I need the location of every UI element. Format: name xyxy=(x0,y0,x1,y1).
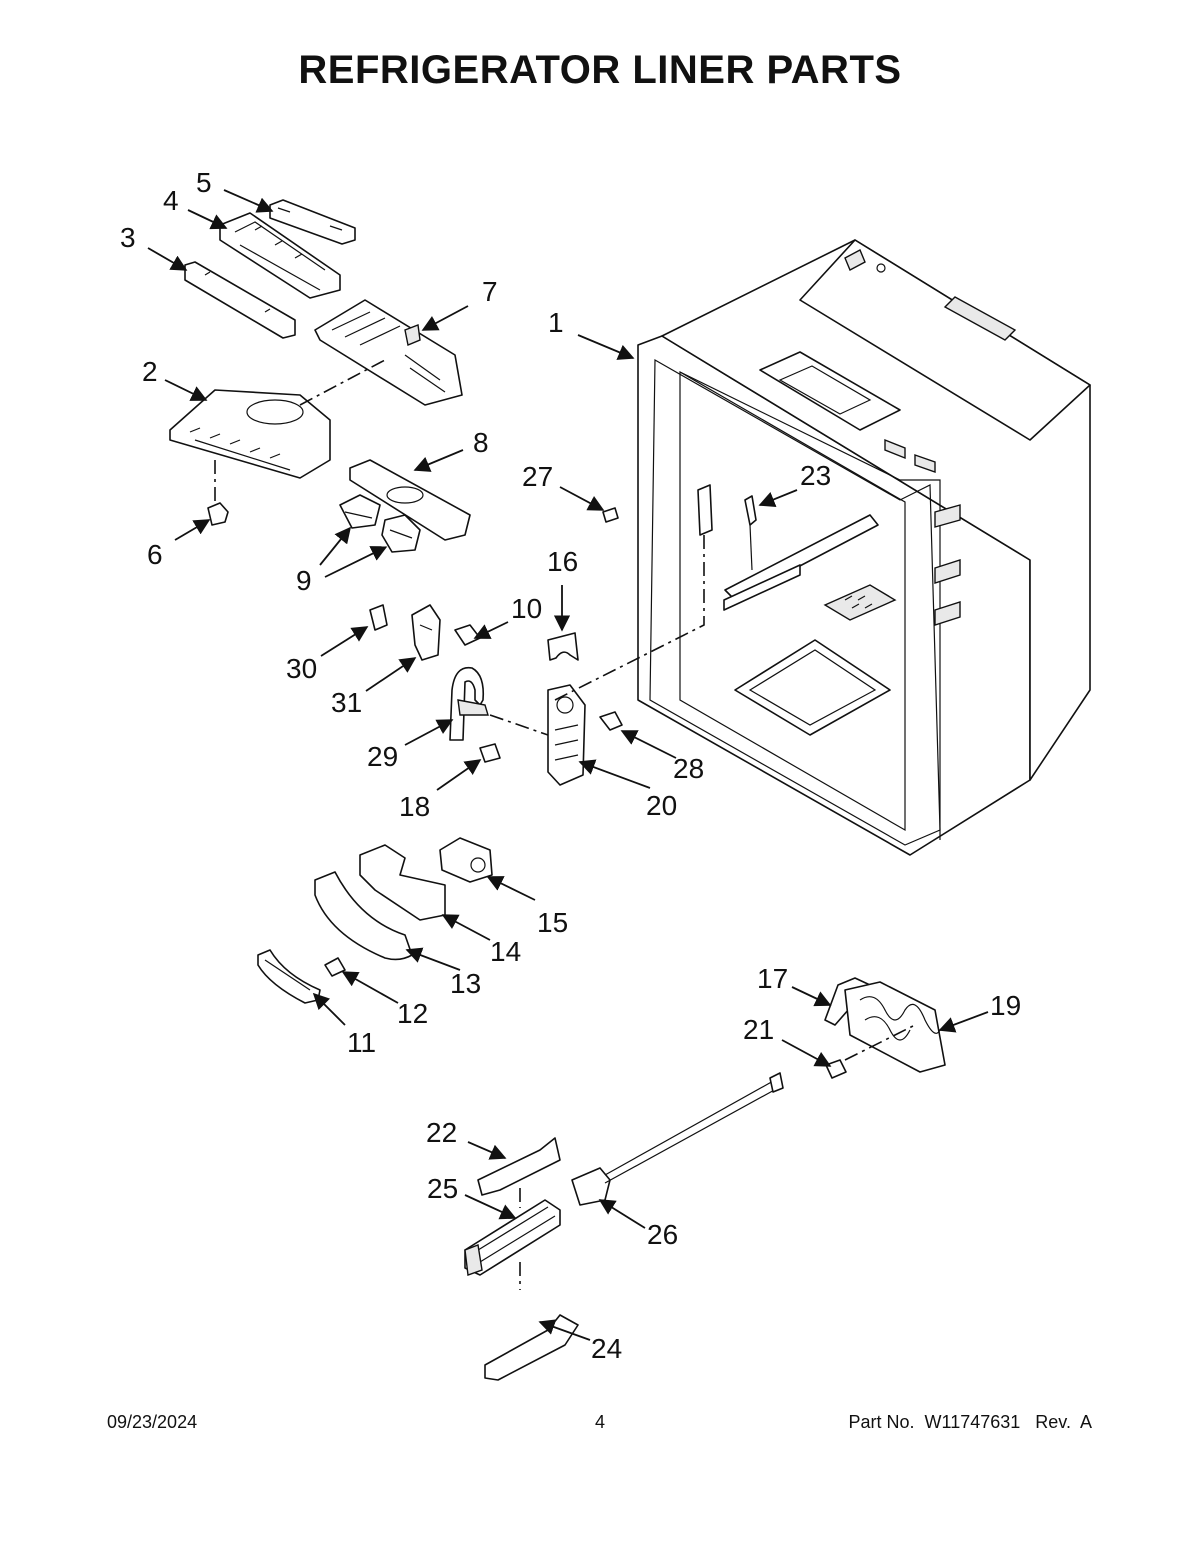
callout-23: 23 xyxy=(800,460,831,491)
footer-date: 09/23/2024 xyxy=(107,1412,198,1432)
housing-part-8 xyxy=(349,459,471,541)
callout-19: 19 xyxy=(990,990,1021,1021)
liner-part-1 xyxy=(637,239,1091,856)
callout-9: 9 xyxy=(296,565,312,596)
callout-7: 7 xyxy=(482,276,498,307)
screw-part-12 xyxy=(324,957,346,977)
callout-12: 12 xyxy=(397,998,428,1029)
footer-page-number: 4 xyxy=(594,1412,605,1432)
screw-part-21 xyxy=(825,1059,847,1079)
bracket-part-5 xyxy=(269,199,356,245)
callout-22: 22 xyxy=(426,1117,457,1148)
dispenser-cover-part-20 xyxy=(547,684,586,786)
page-title: REFRIGERATOR LINER PARTS xyxy=(298,48,902,92)
callout-27: 27 xyxy=(522,461,553,492)
callout-24: 24 xyxy=(591,1333,622,1364)
callout-30: 30 xyxy=(286,653,317,684)
fan-assembly-part-9 xyxy=(339,494,421,553)
callout-3: 3 xyxy=(120,222,136,253)
callout-10: 10 xyxy=(511,593,542,624)
assembly-lines xyxy=(214,359,916,1290)
callout-11: 11 xyxy=(347,1027,376,1058)
tube-part-29 xyxy=(449,666,489,741)
filter-head-part-26 xyxy=(571,1072,784,1206)
callout-13: 13 xyxy=(450,968,481,999)
callout-labels: 1 2 3 4 5 6 7 8 9 10 11 12 13 14 15 16 1… xyxy=(120,167,1021,1364)
leader-arrows xyxy=(147,189,989,1341)
air-diffuser-part-7 xyxy=(314,299,463,406)
actuator-part-15 xyxy=(439,837,493,883)
callout-2: 2 xyxy=(142,356,158,387)
bracket-part-22 xyxy=(477,1137,561,1196)
callout-18: 18 xyxy=(399,791,430,822)
heater-assembly-part-19 xyxy=(844,981,946,1073)
bracket-part-3 xyxy=(184,261,296,339)
callout-28: 28 xyxy=(673,753,704,784)
bracket-part-31 xyxy=(411,604,441,661)
callout-8: 8 xyxy=(473,427,489,458)
callout-20: 20 xyxy=(646,790,677,821)
callout-17: 17 xyxy=(757,963,788,994)
switch-part-30 xyxy=(369,604,388,631)
cap-part-16 xyxy=(547,632,579,661)
paddle-part-13 xyxy=(314,871,413,961)
housing-part-14 xyxy=(359,844,446,921)
callout-16: 16 xyxy=(547,546,578,577)
trim-part-11 xyxy=(257,949,321,1004)
sensor-part-23 xyxy=(744,495,757,571)
callout-5: 5 xyxy=(196,167,212,198)
control-housing-part-4 xyxy=(219,212,341,299)
callout-15: 15 xyxy=(537,907,568,938)
clip-part-18 xyxy=(479,743,501,763)
callout-25: 25 xyxy=(427,1173,458,1204)
clip-part-27 xyxy=(602,507,619,523)
screw-part-28 xyxy=(599,711,623,731)
filter-part-25 xyxy=(464,1199,561,1276)
callout-4: 4 xyxy=(163,185,179,216)
callout-6: 6 xyxy=(147,539,163,570)
callout-21: 21 xyxy=(743,1014,774,1045)
callout-1: 1 xyxy=(548,307,564,338)
callout-14: 14 xyxy=(490,936,521,967)
callout-29: 29 xyxy=(367,741,398,772)
bracket-part-10 xyxy=(454,624,481,646)
cover-part-24 xyxy=(484,1314,579,1381)
switch-part-6 xyxy=(207,502,229,526)
callout-31: 31 xyxy=(331,687,362,718)
footer-part-number: Part No. W11747631 Rev. A xyxy=(848,1412,1092,1432)
callout-26: 26 xyxy=(647,1219,678,1250)
control-panel-part-2 xyxy=(169,389,331,479)
